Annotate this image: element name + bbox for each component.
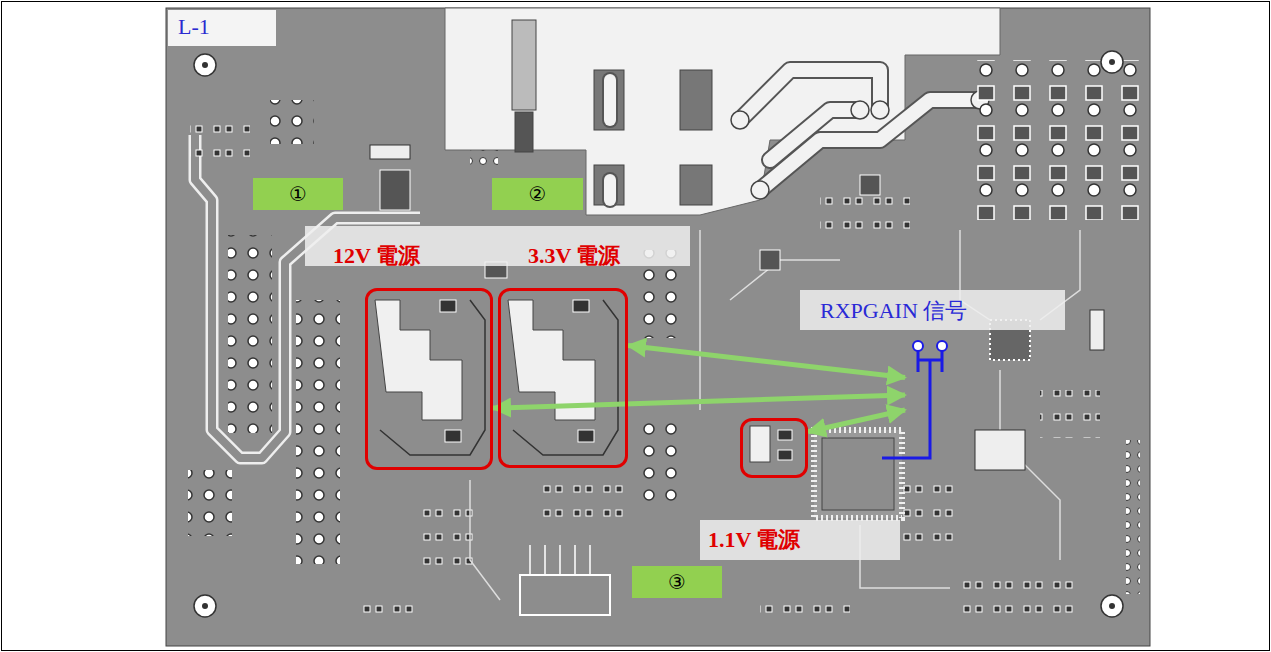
mounting-hole — [202, 62, 208, 68]
via-grid — [640, 420, 684, 508]
trace — [604, 80, 616, 120]
mounting-hole — [202, 603, 208, 609]
power-label: 3.3V 電源 — [528, 241, 621, 271]
via — [871, 101, 889, 119]
smd-pad — [778, 450, 792, 460]
via — [851, 101, 869, 119]
power-region-outline: 12V 電源 — [365, 288, 493, 470]
via-grid — [228, 235, 272, 433]
pad-array — [960, 60, 1140, 220]
connector-outline — [520, 575, 610, 615]
connector-pins — [530, 545, 590, 575]
power-pad — [594, 70, 624, 130]
via-column — [470, 150, 498, 170]
trace-outline — [602, 80, 618, 120]
smd-pad — [445, 430, 461, 442]
power-trace — [513, 300, 618, 455]
callout-number: ① — [289, 182, 307, 206]
connector-pad — [512, 20, 536, 110]
via-grid — [188, 470, 232, 536]
via — [751, 181, 769, 199]
power-region-outline: 3.3V 電源 — [498, 288, 628, 468]
ic-body — [822, 438, 894, 510]
mounting-hole — [1101, 595, 1123, 617]
smd-group — [360, 600, 420, 624]
signal-arrow — [808, 410, 905, 432]
component-pad — [975, 430, 1025, 470]
via — [937, 341, 947, 351]
signal-arrow — [493, 395, 905, 408]
smd-group — [900, 470, 960, 542]
callout-number: ② — [529, 182, 547, 206]
via-grid — [296, 300, 340, 564]
component-pad — [760, 250, 780, 270]
smd-group — [960, 580, 1080, 628]
component-pad — [1090, 310, 1104, 350]
via — [731, 111, 749, 129]
mounting-hole — [1101, 51, 1123, 73]
mounting-hole — [1109, 603, 1115, 609]
power-region-outline: 1.1V 電源 — [740, 418, 808, 478]
power-label: 12V 電源 — [333, 241, 420, 271]
trace-outline — [602, 180, 618, 200]
signal-traces — [470, 230, 1080, 600]
smd-group — [820, 195, 910, 243]
callout-tag: ② — [492, 178, 583, 210]
smd-pad — [778, 430, 792, 440]
board-outline — [166, 8, 1150, 646]
smd-group — [190, 120, 250, 168]
trace-outline — [740, 70, 980, 190]
mounting-hole — [194, 54, 216, 76]
power-trace — [380, 300, 485, 455]
power-copper — [508, 300, 595, 420]
mounting-hole — [194, 595, 216, 617]
callout-tag: ① — [253, 178, 343, 210]
power-copper — [375, 300, 462, 420]
power-pad — [680, 165, 712, 205]
power-copper — [750, 426, 770, 462]
smd-pad — [578, 430, 594, 442]
power-label: 1.1V 電源 — [708, 525, 801, 555]
label-anchor: L-1 — [178, 14, 210, 40]
smd-group — [760, 600, 850, 624]
regulator-pad — [380, 170, 410, 210]
mounting-hole — [1109, 59, 1115, 65]
power-pad — [680, 70, 712, 130]
label-patch — [168, 10, 276, 46]
ic-package — [814, 430, 902, 518]
layer-label: L-1 — [178, 14, 210, 40]
copper-cutout — [445, 8, 1000, 215]
via-grid — [270, 100, 314, 144]
power-pad — [594, 165, 624, 205]
smd-pad — [440, 300, 456, 312]
label-band — [800, 290, 1065, 330]
regulator-pad — [370, 145, 410, 159]
signal-arrow — [628, 346, 905, 378]
callout-number: ③ — [668, 570, 686, 594]
via-column — [1126, 440, 1140, 594]
component-pad — [860, 175, 880, 195]
smd-group — [1040, 390, 1100, 438]
signal-label: RXPGAIN 信号 — [820, 296, 967, 326]
connector-pad — [515, 112, 533, 152]
callout-tag: ③ — [632, 566, 722, 598]
trace — [604, 180, 616, 200]
smd-pad — [573, 300, 589, 312]
via — [913, 341, 923, 351]
smd-group — [540, 480, 630, 528]
signal-trace-region: RXPGAIN 信号 — [905, 340, 950, 465]
trace — [740, 70, 980, 190]
rxpgain-trace — [882, 348, 942, 458]
label-band — [700, 520, 900, 560]
